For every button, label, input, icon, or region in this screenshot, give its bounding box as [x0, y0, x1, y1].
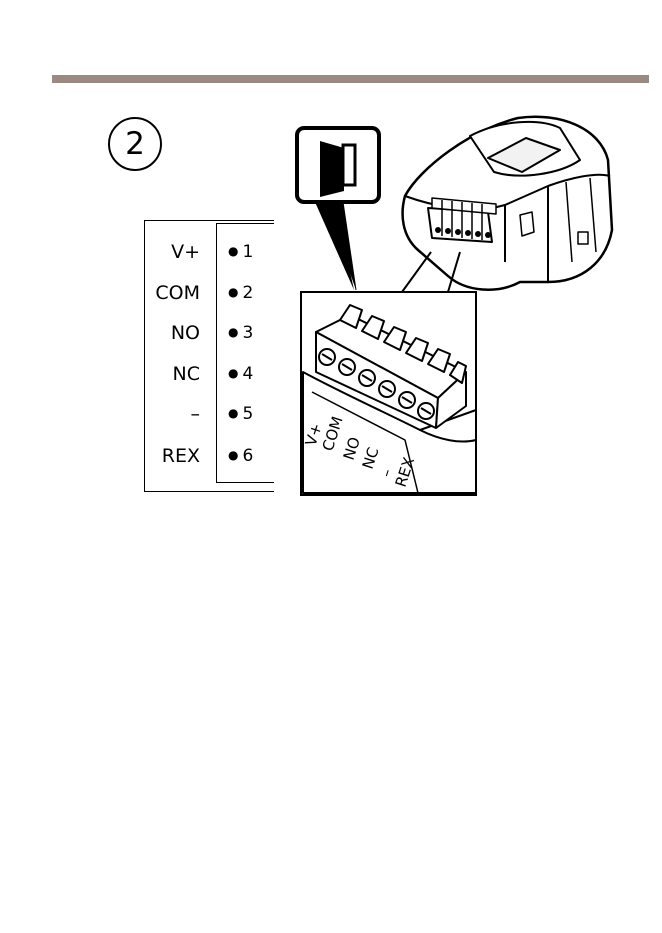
door-controller-module-icon	[403, 117, 612, 290]
connector-closeup: V+ COM NO NC – REX	[301, 292, 476, 495]
